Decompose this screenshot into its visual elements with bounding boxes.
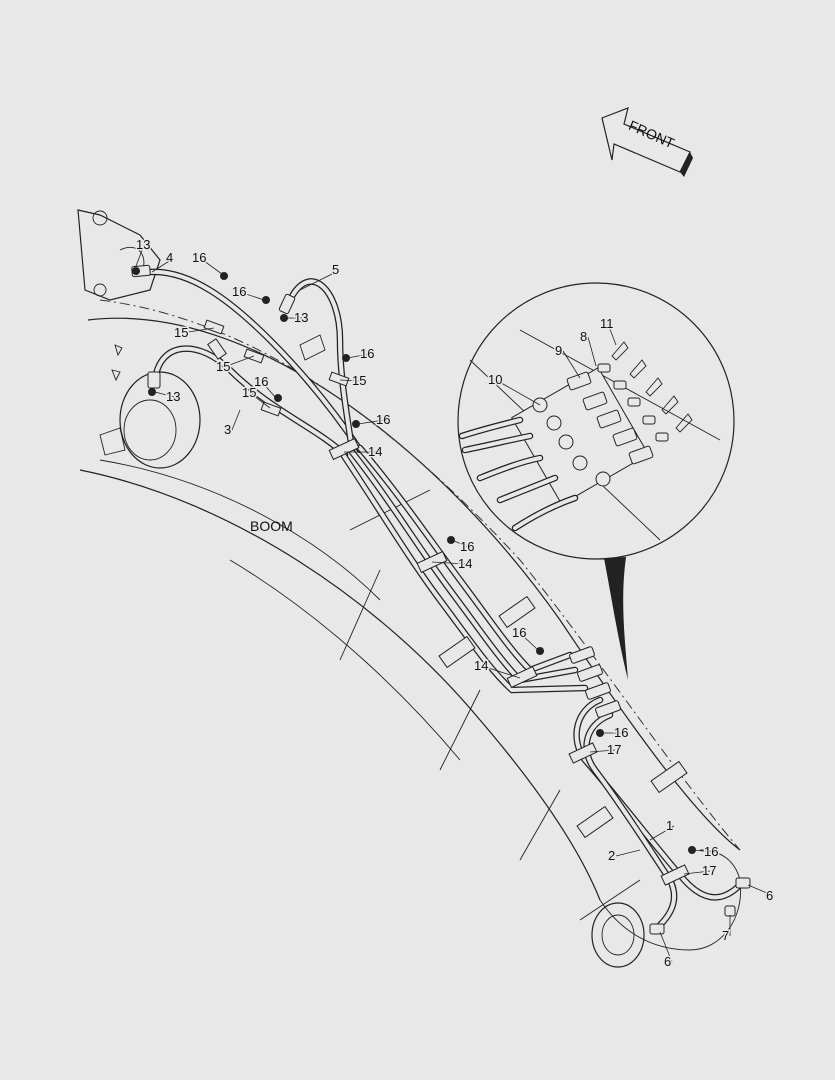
front-label: FRONT bbox=[626, 117, 677, 151]
callout-number: 15 bbox=[174, 325, 188, 340]
callout-leader bbox=[135, 244, 145, 267]
callout-number: 4 bbox=[166, 250, 173, 265]
callout-leader bbox=[249, 392, 271, 409]
callout-leader bbox=[693, 849, 713, 853]
callout-leader bbox=[649, 825, 675, 841]
callout-number: 16 bbox=[360, 346, 374, 361]
callout-number: 11 bbox=[600, 316, 614, 331]
callout-number: 16 bbox=[512, 625, 526, 640]
callout-number: 8 bbox=[580, 329, 587, 344]
callout-number: 14 bbox=[368, 444, 382, 459]
callout-leader bbox=[431, 561, 467, 565]
callout-leader bbox=[299, 269, 341, 291]
callout-number: 14 bbox=[458, 556, 472, 571]
callout-leader bbox=[495, 379, 541, 406]
callout-leader bbox=[562, 350, 581, 379]
callout-number: 15 bbox=[242, 385, 256, 400]
callout-leader bbox=[199, 257, 223, 275]
callout-leader bbox=[231, 409, 241, 431]
callout-leader bbox=[451, 539, 469, 548]
callout-leader bbox=[587, 336, 597, 367]
callout-number: 6 bbox=[664, 954, 671, 969]
callout-leader bbox=[261, 381, 277, 399]
callout-leader bbox=[181, 327, 215, 334]
callout-leader bbox=[239, 291, 265, 301]
front-arrow: FRONT bbox=[601, 107, 693, 177]
callout-number: 1 bbox=[666, 818, 673, 833]
callout-number: 17 bbox=[607, 742, 621, 757]
callout-number: 3 bbox=[224, 422, 231, 437]
detail-view bbox=[457, 282, 735, 680]
callout-number: 13 bbox=[136, 237, 150, 252]
callout-number: 6 bbox=[766, 888, 773, 903]
callout-number: 13 bbox=[294, 310, 308, 325]
callout-leader bbox=[519, 632, 539, 651]
callout-number: 16 bbox=[376, 412, 390, 427]
callout-number: 15 bbox=[352, 373, 366, 388]
callout-number: 5 bbox=[332, 262, 339, 277]
boom-label: BOOM bbox=[250, 518, 293, 534]
boom-outline bbox=[77, 209, 742, 968]
callout-number: 17 bbox=[702, 863, 716, 878]
hose-bundle bbox=[146, 268, 744, 929]
callout-number: 2 bbox=[608, 848, 615, 863]
callout-number: 16 bbox=[704, 844, 718, 859]
callout-number: 10 bbox=[488, 372, 502, 387]
callout-leader bbox=[347, 353, 369, 359]
callout-number: 15 bbox=[216, 359, 230, 374]
callout-number: 14 bbox=[474, 658, 488, 673]
callout-number: 13 bbox=[166, 389, 180, 404]
callout-leader bbox=[481, 665, 521, 679]
callout-number: 16 bbox=[460, 539, 474, 554]
callout-number: 16 bbox=[192, 250, 206, 265]
callout-number: 16 bbox=[614, 725, 628, 740]
callout-leader bbox=[683, 870, 711, 875]
callout-number: 7 bbox=[722, 928, 729, 943]
callout-leader bbox=[151, 257, 175, 273]
callout-leader bbox=[154, 391, 175, 398]
callout-leader bbox=[659, 931, 673, 963]
callout-leader bbox=[747, 884, 775, 897]
callout-leader bbox=[339, 379, 361, 382]
callout-number: 9 bbox=[555, 343, 562, 358]
callout-layer: 1234566789101113131314141415151515161616… bbox=[135, 236, 775, 971]
callout-leader bbox=[357, 419, 385, 425]
callout-leader bbox=[615, 849, 641, 857]
callout-leader bbox=[607, 323, 617, 346]
fittings bbox=[131, 264, 751, 935]
callout-leader bbox=[589, 749, 616, 753]
callout-number: 16 bbox=[254, 374, 268, 389]
callout-number: 16 bbox=[232, 284, 246, 299]
callout-leader bbox=[223, 355, 255, 368]
